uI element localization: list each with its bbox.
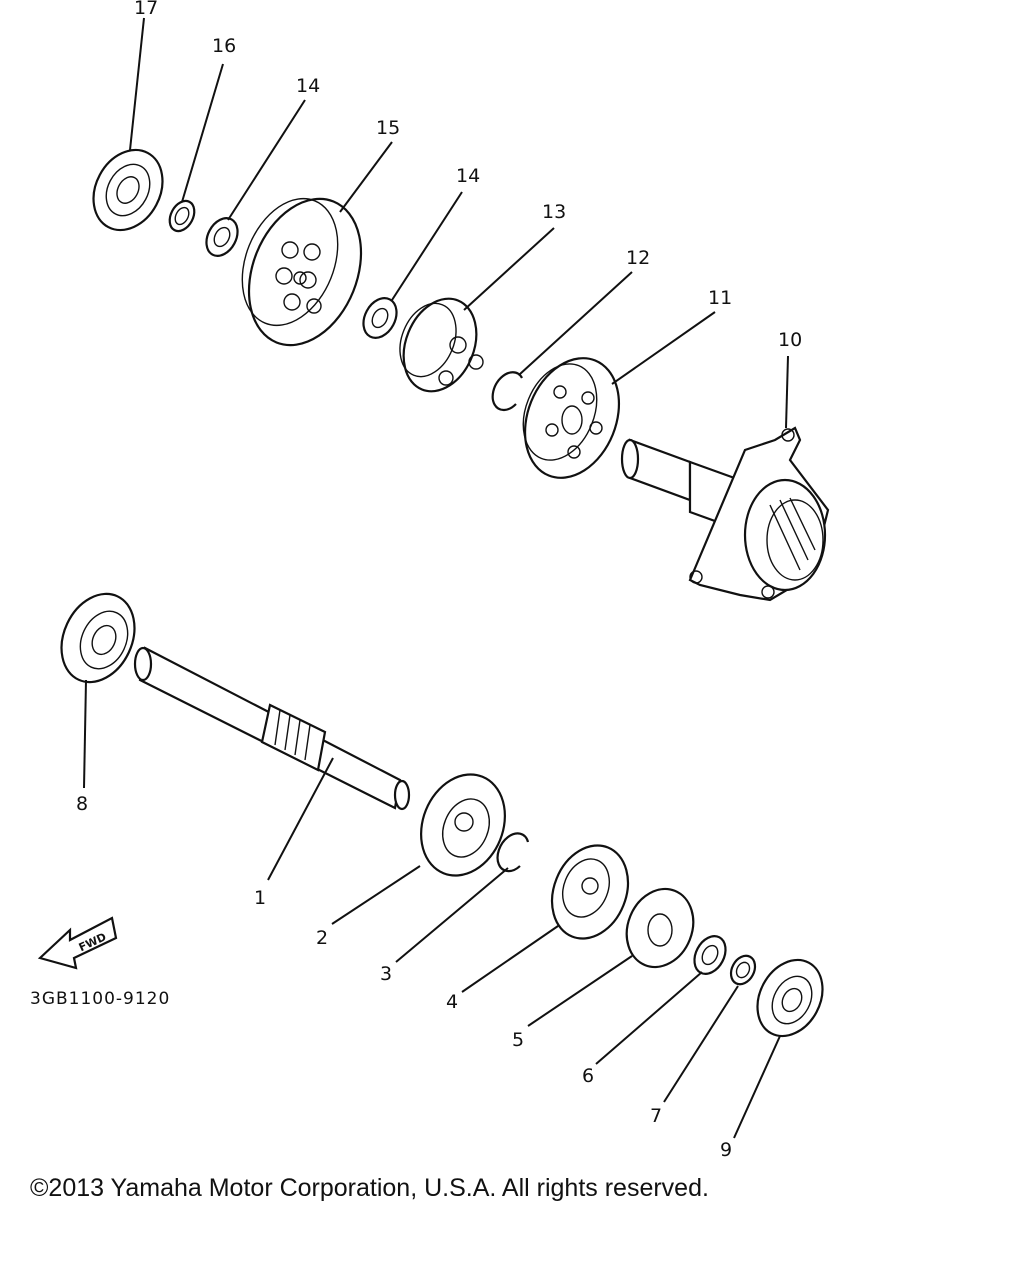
- callout-5: 5: [512, 1029, 524, 1051]
- diagram-code: 3GB1100-9120: [30, 989, 170, 1009]
- part-16-circlip: [168, 199, 196, 233]
- part-9-bearing: [756, 958, 824, 1038]
- part-7-circlip: [729, 954, 757, 986]
- callout-11: 11: [708, 287, 732, 309]
- part-8-bearing: [60, 592, 136, 684]
- callout-4: 4: [446, 991, 458, 1013]
- callout-13: 13: [542, 201, 566, 223]
- part-4-gear: [550, 844, 630, 940]
- leader-lines: [83, 17, 789, 1139]
- part-12-circlip: [491, 371, 523, 412]
- callout-17: 17: [134, 0, 158, 19]
- part-2-gear: [420, 773, 506, 877]
- callout-12: 12: [626, 247, 650, 269]
- part-10-output-shaft: [620, 426, 830, 602]
- part-13-gear: [399, 297, 484, 393]
- part-3-circlip: [496, 832, 530, 873]
- part-15-large-gear: [241, 197, 363, 347]
- callout-15: 15: [376, 117, 400, 139]
- callout-1: 1: [254, 887, 266, 909]
- callout-2: 2: [316, 927, 328, 949]
- part-14-washer-upper: [205, 217, 239, 257]
- callout-8: 8: [76, 793, 88, 815]
- callout-16: 16: [212, 35, 236, 57]
- callout-6: 6: [582, 1065, 594, 1087]
- part-17-bearing: [92, 148, 164, 232]
- part-6-washer: [693, 935, 727, 975]
- part-11-gear: [522, 357, 621, 479]
- callout-10: 10: [778, 329, 802, 351]
- part-5-gear: [625, 887, 695, 969]
- part-1-main-shaft: [133, 646, 411, 811]
- callout-14: 14: [456, 165, 480, 187]
- part-14-washer-lower: [362, 297, 398, 339]
- copyright-notice: ©2013 Yamaha Motor Corporation, U.S.A. A…: [30, 1174, 709, 1202]
- callout-3: 3: [380, 963, 392, 985]
- fwd-arrow-icon: FWD: [37, 916, 118, 970]
- callout-7: 7: [650, 1105, 662, 1127]
- callout-14: 14: [296, 75, 320, 97]
- callout-9: 9: [720, 1139, 732, 1161]
